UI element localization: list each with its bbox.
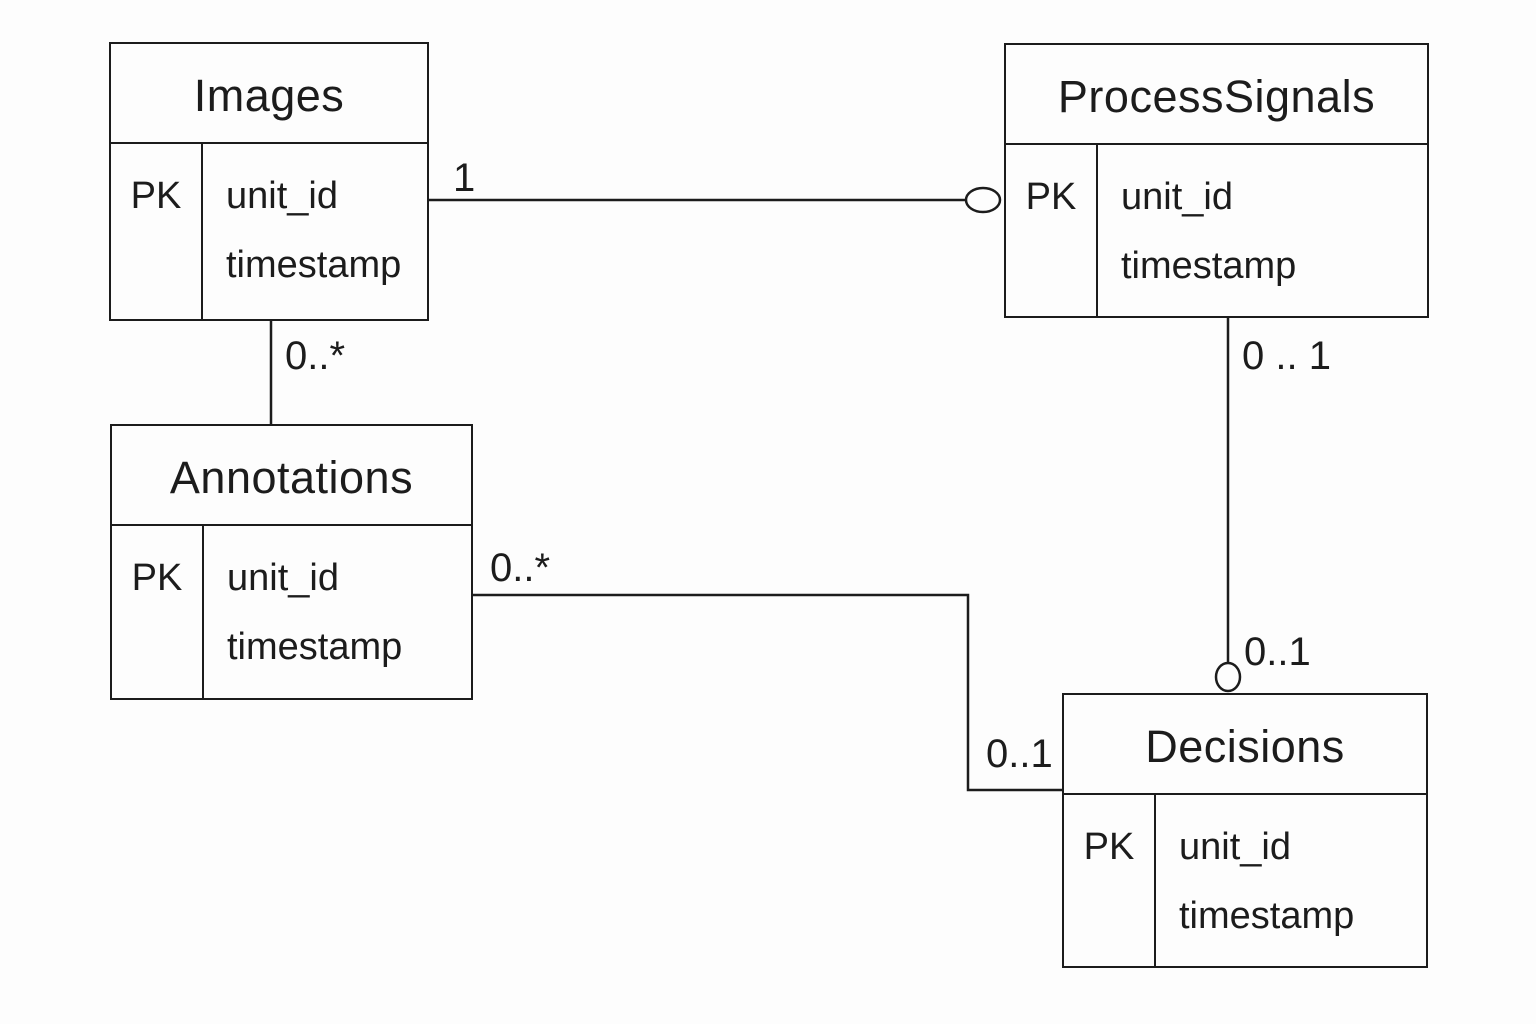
entity-title: Annotations bbox=[112, 426, 471, 526]
pk-label: PK bbox=[112, 526, 204, 698]
entity-title: ProcessSignals bbox=[1006, 45, 1427, 145]
entity-annotations: Annotations PK unit_id timestamp bbox=[110, 424, 473, 700]
edge-annotations-decisions bbox=[473, 593, 1062, 792]
field-timestamp: timestamp bbox=[1121, 245, 1297, 287]
entity-images: Images PK unit_id timestamp bbox=[109, 42, 429, 321]
entity-body: PK unit_id timestamp bbox=[1006, 145, 1427, 316]
field-unit-id: unit_id bbox=[1121, 176, 1233, 218]
cardinality-label-annotations-many: 0..* bbox=[285, 334, 346, 378]
field-timestamp: timestamp bbox=[1179, 895, 1355, 937]
entity-body: PK unit_id timestamp bbox=[1064, 795, 1426, 966]
entity-body: PK unit_id timestamp bbox=[112, 526, 471, 698]
field-timestamp: timestamp bbox=[227, 626, 403, 668]
entity-body: PK unit_id timestamp bbox=[111, 144, 427, 319]
entity-fields: unit_id timestamp bbox=[1156, 795, 1426, 966]
field-unit-id: unit_id bbox=[227, 557, 339, 599]
field-timestamp: timestamp bbox=[226, 244, 402, 286]
field-unit-id: unit_id bbox=[1179, 826, 1291, 868]
cardinality-label-decisions-zero-one-top: 0..1 bbox=[1244, 630, 1311, 674]
cardinality-label-processsignals-zero-one-top: 0 .. 1 bbox=[1242, 334, 1331, 378]
cardinality-label-images-one: 1 bbox=[453, 156, 476, 200]
entity-decisions: Decisions PK unit_id timestamp bbox=[1062, 693, 1428, 968]
entity-fields: unit_id timestamp bbox=[1098, 145, 1427, 316]
entity-fields: unit_id timestamp bbox=[203, 144, 427, 319]
entity-title: Decisions bbox=[1064, 695, 1426, 795]
cardinality-label-decisions-zero-one-left: 0..1 bbox=[986, 732, 1053, 776]
zero-or-one-circle-marker bbox=[964, 186, 1002, 214]
pk-label: PK bbox=[111, 144, 203, 319]
pk-label: PK bbox=[1064, 795, 1156, 966]
entity-title: Images bbox=[111, 44, 427, 144]
entity-fields: unit_id timestamp bbox=[204, 526, 471, 698]
zero-or-one-circle-marker bbox=[1214, 661, 1242, 693]
field-unit-id: unit_id bbox=[226, 175, 338, 217]
cardinality-label-annotations-many-right: 0..* bbox=[490, 546, 551, 590]
entity-processsignals: ProcessSignals PK unit_id timestamp bbox=[1004, 43, 1429, 318]
pk-label: PK bbox=[1006, 145, 1098, 316]
